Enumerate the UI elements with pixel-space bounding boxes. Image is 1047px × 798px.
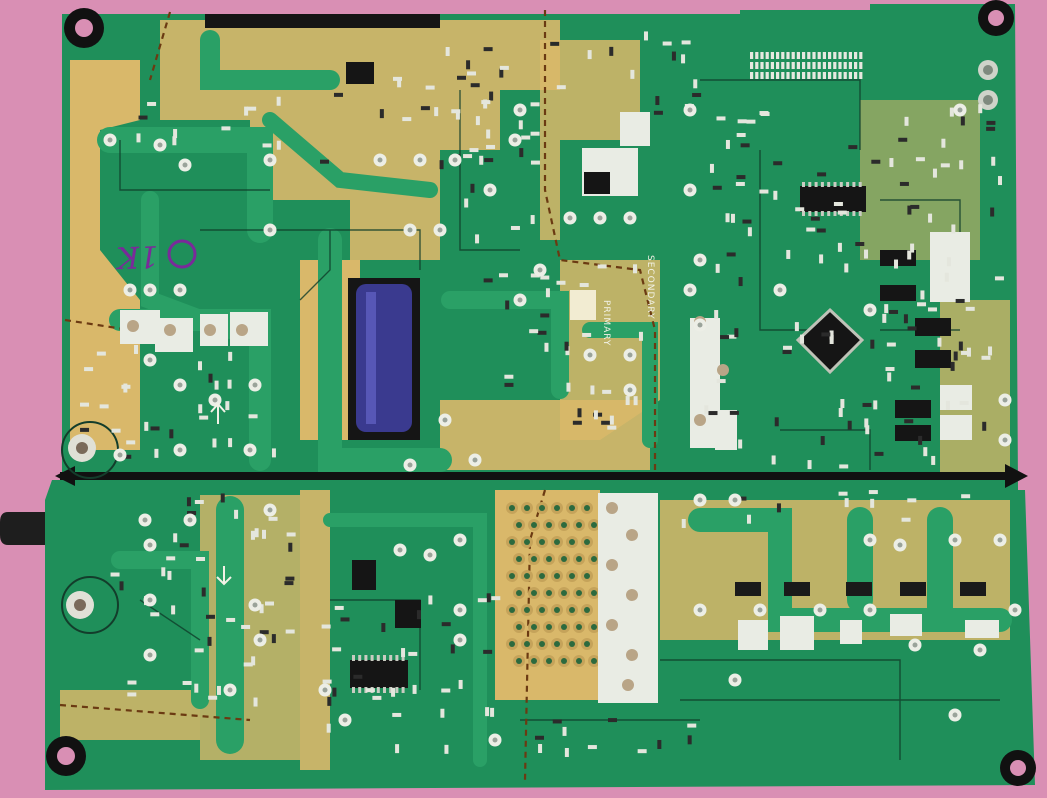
signal-traces — [119, 79, 1000, 760]
ground-pads — [66, 434, 96, 619]
bare-board-areas — [60, 20, 1010, 770]
secondary-label: SECONDARY — [645, 255, 655, 320]
mounting-holes — [46, 0, 1036, 786]
handwritten-mark: 1K — [115, 238, 159, 274]
through-hole-pads — [103, 103, 1022, 747]
ventilation-hole-grid — [506, 502, 600, 667]
silk-arrows — [210, 402, 232, 586]
ic-pins — [352, 182, 862, 693]
board-slots — [735, 582, 986, 596]
smd-components — [80, 31, 1004, 757]
electrolytic-capacitor — [348, 278, 420, 440]
mounting-tab — [0, 512, 52, 545]
handwritten-circle — [167, 239, 197, 269]
primary-label: PRIMARY — [601, 300, 611, 346]
connector-screws — [978, 60, 998, 110]
connector-header — [750, 52, 863, 79]
top-tape — [205, 14, 440, 28]
silkscreen-labels: PRIMARY SECONDARY — [601, 255, 655, 346]
ic-chips — [346, 62, 951, 688]
